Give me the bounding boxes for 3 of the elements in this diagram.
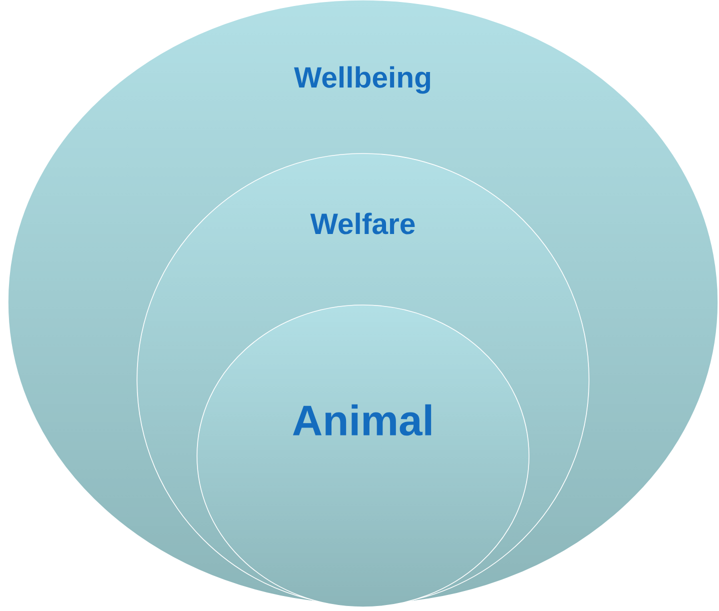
ellipse-label: Wellbeing [294,66,430,94]
ellipse-label: Animal [292,404,432,436]
ellipse-label: Welfare [310,212,415,234]
